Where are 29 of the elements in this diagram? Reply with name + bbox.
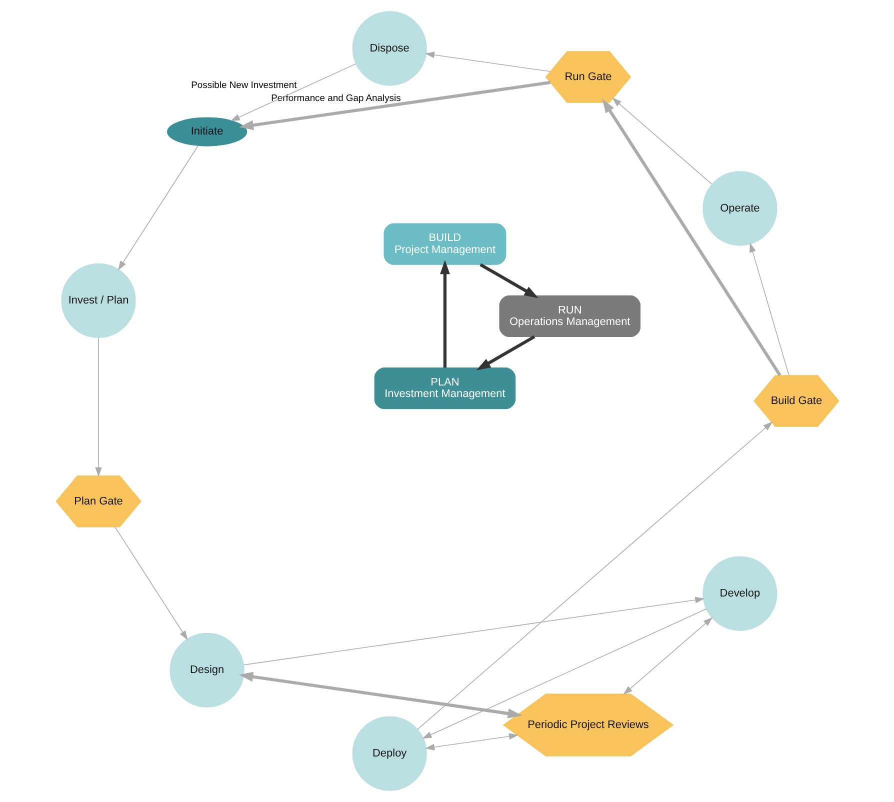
arrow: [622, 617, 712, 695]
node-ellipse: Initiate: [166, 117, 247, 146]
arrow: [424, 733, 518, 750]
arrow: [94, 337, 102, 477]
edge-label: Possible New Investment: [190, 78, 296, 90]
arrow: [238, 672, 522, 718]
node-circle: Deploy: [352, 716, 426, 791]
arrow: [118, 145, 198, 270]
node-circle: Design: [169, 632, 244, 708]
arrow: [242, 596, 704, 666]
arrow: [422, 608, 706, 739]
arrow: [424, 52, 550, 72]
node-circle: Dispose: [352, 11, 426, 86]
arrow: [749, 242, 789, 376]
arrow: [612, 98, 712, 184]
arrow: [479, 263, 538, 298]
arrow: [602, 98, 781, 376]
arrow: [416, 422, 772, 730]
edge-label: Performance and Gap Analysis: [270, 92, 400, 104]
node-circle: Invest / Plan: [60, 263, 136, 338]
arrow: [440, 260, 450, 368]
node-box: RUN Operations Management: [498, 295, 640, 338]
node-box: BUILD Project Management: [383, 223, 506, 265]
node-box: PLAN Investment Management: [374, 368, 516, 410]
arrow: [476, 335, 535, 370]
node-circle: Operate: [702, 171, 777, 246]
arrow: [114, 526, 188, 640]
arrow: [230, 63, 356, 122]
arrow: [238, 80, 550, 130]
